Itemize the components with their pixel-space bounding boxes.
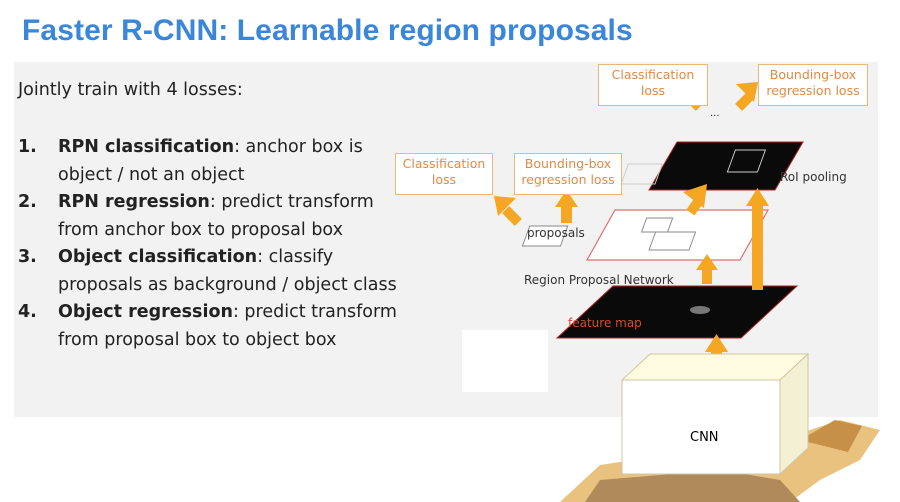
loss-list: 1. RPN classification: anchor box is obj…: [18, 134, 418, 354]
list-item: 2. RPN regression: predict transform fro…: [18, 189, 418, 244]
top-bbox-loss-box: Bounding-box regression loss: [758, 64, 868, 106]
rpn-bbox-loss-box: Bounding-box regression loss: [514, 153, 622, 195]
item-number: 3.: [18, 247, 37, 267]
roi-pooling-plane: [648, 141, 804, 191]
top-classification-loss-box: Classification loss: [598, 64, 708, 106]
arrow-to-rpn-bbox: [561, 205, 572, 223]
arrow-rpn-to-roi-head: [683, 184, 707, 208]
rpn-classification-loss-box: Classification loss: [395, 153, 493, 195]
top-classification-loss-label: Classification loss: [611, 67, 695, 98]
item-number: 1.: [18, 137, 37, 157]
cnn-label: CNN: [690, 430, 719, 445]
rpn-bbox-loss-label: Bounding-box regression loss: [521, 156, 615, 187]
list-item: 4. Object regression: predict transform …: [18, 299, 418, 354]
item-description: : predict transform from anchor box to p…: [58, 192, 374, 240]
arrow-feature-to-rpn: [702, 268, 712, 284]
item-description: : anchor box is object / not an object: [58, 137, 363, 185]
item-term: RPN regression: [58, 192, 210, 212]
list-item: 3. Object classification: classify propo…: [18, 244, 418, 299]
ellipsis-label: ...: [710, 108, 720, 119]
proposal-box: [521, 225, 569, 247]
rpn-label: Region Proposal Network: [524, 273, 674, 287]
proposal-box: [648, 231, 697, 251]
cnn-block: [620, 352, 810, 476]
item-number: 4.: [18, 302, 37, 322]
item-description: : classify proposals as background / obj…: [58, 247, 397, 295]
rpn-classification-loss-label: Classification loss: [402, 156, 486, 187]
top-bbox-loss-label: Bounding-box regression loss: [766, 67, 860, 98]
list-item: 1. RPN classification: anchor box is obj…: [18, 134, 418, 189]
item-description: : predict transform from proposal box to…: [58, 302, 397, 350]
proposals-label: proposals: [527, 226, 585, 240]
proposal-box: [640, 217, 674, 233]
arrow-feature-to-roi: [752, 204, 763, 290]
intro-text: Jointly train with 4 losses:: [18, 80, 243, 100]
item-number: 2.: [18, 192, 37, 212]
roi-box: [726, 149, 767, 173]
diagram-backdrop: [462, 330, 548, 392]
feature-map-label: feature map: [568, 316, 642, 330]
item-term: Object classification: [58, 247, 258, 267]
roi-pooling-label: RoI pooling: [780, 170, 847, 184]
feature-map-texture: [690, 306, 710, 314]
arrow-to-rpn-cls: [502, 206, 522, 226]
roi-box: [620, 163, 663, 185]
feature-map: [555, 285, 799, 339]
item-term: Object regression: [58, 302, 233, 322]
item-term: RPN classification: [58, 137, 235, 157]
slide-title: Faster R-CNN: Learnable region proposals: [22, 14, 633, 47]
